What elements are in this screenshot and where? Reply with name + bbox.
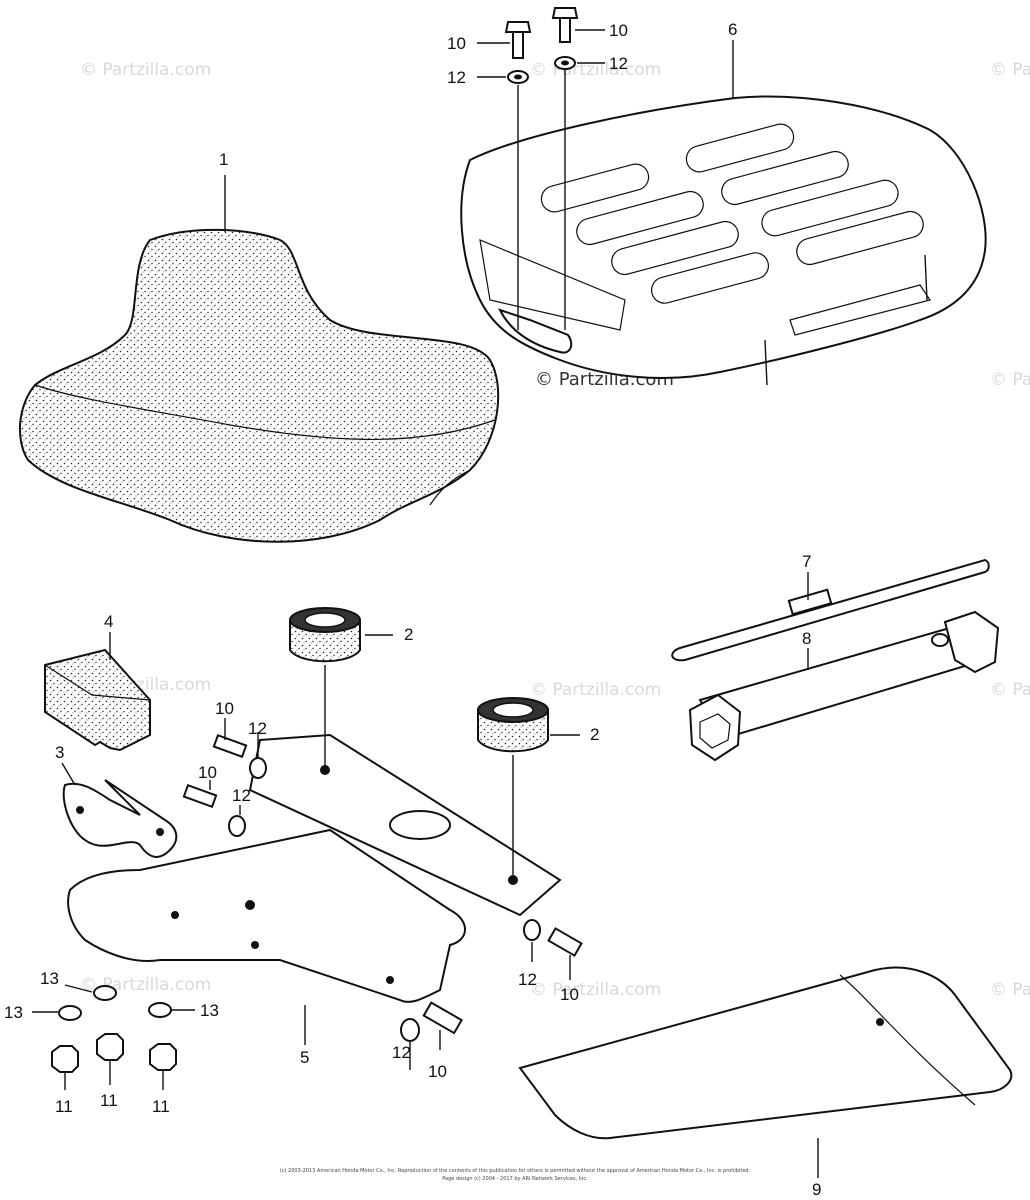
callout-small-washer: 13 bbox=[40, 969, 59, 988]
seat-illustration bbox=[18, 228, 500, 543]
callout-washer: 12 bbox=[232, 786, 251, 805]
callout-bracket: 3 bbox=[55, 743, 64, 762]
watermark: © Partzilla.com bbox=[530, 980, 661, 1000]
top-fasteners bbox=[224, 7, 734, 330]
watermark: © Partzilla.com bbox=[530, 680, 661, 700]
callout-cushion: 2 bbox=[404, 625, 413, 644]
callout-screwdriver: 7 bbox=[802, 552, 811, 571]
watermark: © Partzilla.com bbox=[990, 60, 1030, 80]
callout-bolt: 10 bbox=[447, 34, 466, 53]
footer: (c) 2003-2013 American Honda Motor Co., … bbox=[280, 1168, 751, 1182]
tool-bag-illustration bbox=[518, 966, 1013, 1178]
callout-washer: 12 bbox=[248, 719, 267, 738]
screwdriver-illustration bbox=[671, 558, 990, 662]
rubber-block-illustration bbox=[44, 632, 151, 752]
callout-small-washer: 13 bbox=[4, 1003, 23, 1022]
nuts-and-washers bbox=[32, 984, 195, 1090]
watermark: © Partzilla.com bbox=[990, 980, 1030, 1000]
footer-page-design: Page design (c) 2004 - 2017 by ARI Netwo… bbox=[442, 1176, 588, 1182]
luggage-rack-illustration bbox=[460, 95, 987, 386]
callout-seat-frame: 5 bbox=[300, 1048, 309, 1067]
callout-bolt: 10 bbox=[215, 699, 234, 718]
callout-luggage-rack: 6 bbox=[728, 20, 737, 39]
watermark: © Partzilla.com bbox=[990, 370, 1030, 390]
callout-washer: 12 bbox=[392, 1043, 411, 1062]
callout-bolt: 10 bbox=[428, 1062, 447, 1081]
callout-rubber-block: 4 bbox=[104, 612, 113, 631]
cushion-illustrations bbox=[289, 607, 580, 875]
callout-small-washer: 13 bbox=[200, 1001, 219, 1020]
callout-seat: 1 bbox=[219, 150, 228, 169]
callout-labels: 1 2 2 3 4 5 6 7 8 9 10 10 10 10 10 10 11… bbox=[4, 20, 821, 1199]
footer-copyright: (c) 2003-2013 American Honda Motor Co., … bbox=[280, 1168, 751, 1174]
callout-washer: 12 bbox=[609, 54, 628, 73]
callout-washer: 12 bbox=[518, 970, 537, 989]
bracket-illustration bbox=[61, 762, 178, 858]
watermark: © Partzilla.com bbox=[80, 60, 211, 80]
mid-fasteners bbox=[182, 718, 583, 1070]
callout-nut: 11 bbox=[55, 1097, 73, 1116]
callout-bolt: 10 bbox=[609, 21, 628, 40]
callout-tool-bag: 9 bbox=[812, 1180, 821, 1199]
box-wrench-illustration bbox=[688, 610, 1000, 762]
callout-bolt: 10 bbox=[560, 985, 579, 1004]
callout-nut: 11 bbox=[152, 1097, 170, 1116]
callout-bolt: 10 bbox=[198, 763, 217, 782]
callout-cushion: 2 bbox=[590, 725, 599, 744]
watermark: © Partzilla.com bbox=[990, 680, 1030, 700]
callout-nut: 11 bbox=[100, 1091, 118, 1110]
seat-frame-illustration bbox=[67, 733, 562, 1045]
callout-washer: 12 bbox=[447, 68, 466, 87]
callout-box-wrench: 8 bbox=[802, 629, 811, 648]
